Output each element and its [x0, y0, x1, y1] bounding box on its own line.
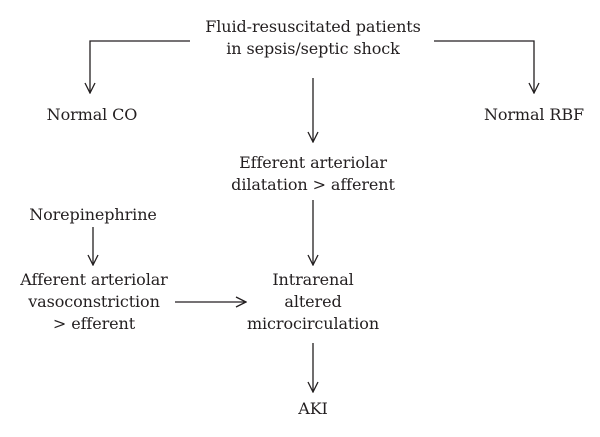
- arrow-fluid-to-normal-co: [90, 40, 190, 93]
- node-intrarenal-line-3: microcirculation: [246, 314, 380, 333]
- node-efferent-line-2: dilatation > afferent: [231, 175, 395, 194]
- node-afferent-vasoconstriction: Afferent arteriolar vasoconstriction > e…: [14, 269, 174, 335]
- node-fluid-resuscitated-patients: Fluid-resuscitated patients in sepsis/se…: [193, 16, 433, 60]
- node-intrarenal-line-2: altered: [284, 292, 342, 311]
- node-normal-rbf-label: Normal RBF: [483, 105, 585, 124]
- node-norepinephrine-label: Norepinephrine: [29, 205, 157, 224]
- node-fluid-line-1: Fluid-resuscitated patients: [205, 17, 421, 36]
- node-afferent-line-3: > efferent: [52, 314, 136, 333]
- node-efferent-dilatation: Efferent arteriolar dilatation > afferen…: [223, 152, 403, 196]
- node-afferent-line-1: Afferent arteriolar: [20, 270, 168, 289]
- node-intrarenal-microcirculation: Intrarenal altered microcirculation: [243, 269, 383, 335]
- node-normal-co-label: Normal CO: [46, 105, 138, 124]
- node-fluid-line-2: in sepsis/septic shock: [226, 39, 400, 58]
- node-efferent-line-1: Efferent arteriolar: [239, 153, 387, 172]
- node-norepinephrine: Norepinephrine: [25, 204, 161, 226]
- node-aki-label: AKI: [298, 399, 328, 418]
- node-normal-rbf: Normal RBF: [470, 104, 598, 126]
- node-normal-co: Normal CO: [30, 104, 154, 126]
- node-afferent-line-2: vasoconstriction: [28, 292, 160, 311]
- node-aki: AKI: [273, 398, 353, 420]
- node-intrarenal-line-1: Intrarenal: [272, 270, 354, 289]
- arrow-fluid-to-normal-rbf: [434, 40, 534, 93]
